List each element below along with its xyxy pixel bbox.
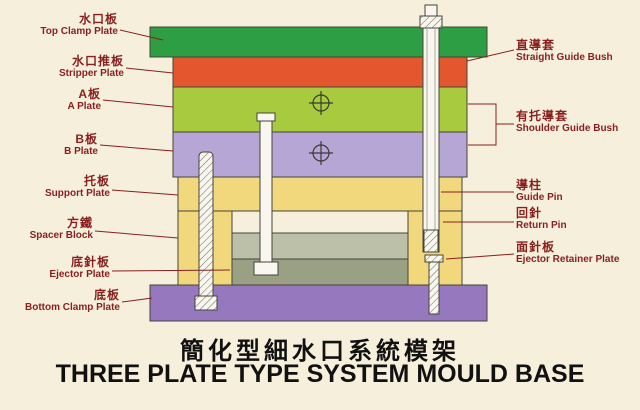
bottom-pin-shaft-shape <box>428 261 440 315</box>
label-guide-pin: 導柱 Guide Pin <box>516 178 563 204</box>
label-spacer-block-en: Spacer Block <box>29 230 93 241</box>
label-top-clamp-plate-en: Top Clamp Plate <box>40 26 118 37</box>
leader-spacer-block <box>94 230 179 239</box>
label-ejector-retainer-plate: 面針板 Ejector Retainer Plate <box>516 240 619 266</box>
label-ejector-plate: 底針板 Ejector Plate <box>0 255 110 281</box>
label-ejector-retainer-plate-cn: 面針板 <box>516 240 556 254</box>
leader-ejector-plate <box>111 269 231 272</box>
label-b-plate-cn: B板 <box>75 132 98 146</box>
label-bottom-clamp-plate-en: Bottom Clamp Plate <box>24 302 120 313</box>
label-straight-guide-bush-en: Straight Guide Bush <box>516 52 613 63</box>
guide-pin-shaft-shape <box>422 27 440 253</box>
label-ejector-plate-cn: 底針板 <box>70 255 110 269</box>
label-shoulder-guide-bush-en: Shoulder Guide Bush <box>516 123 619 134</box>
label-shoulder-guide-bush: 有托導套 Shoulder Guide Bush <box>516 109 618 135</box>
leader-b-plate <box>99 144 174 152</box>
leader-support-plate <box>111 189 179 196</box>
bottom-pin-head-shape <box>424 254 444 263</box>
label-ejector-retainer-plate-en: Ejector Retainer Plate <box>516 254 620 265</box>
label-b-plate: B板 B Plate <box>0 132 98 158</box>
shoulder-guide-bush-bolt-shape <box>423 229 439 253</box>
center-pin-head-shape <box>253 261 279 276</box>
label-stripper-plate-en: Stripper Plate <box>58 68 124 79</box>
center-pin-cap-shape <box>256 112 276 122</box>
label-spacer-block-cn: 方鐵 <box>66 216 93 230</box>
title-english: THREE PLATE TYPE SYSTEM MOULD BASE <box>55 360 585 388</box>
leader-stripper-plate <box>125 67 174 74</box>
label-stripper-plate-cn: 水口推板 <box>71 54 124 68</box>
label-top-clamp-plate-cn: 水口板 <box>78 12 118 26</box>
label-straight-guide-bush: 直導套 Straight Guide Bush <box>516 38 613 64</box>
leader-top-clamp-plate <box>119 29 164 41</box>
label-top-clamp-plate: 水口板 Top Clamp Plate <box>0 12 118 38</box>
title-chinese: 簡化型細水口系統模架 <box>180 338 460 365</box>
label-straight-guide-bush-cn: 直導套 <box>516 38 556 52</box>
label-return-pin: 回針 Return Pin <box>516 206 567 232</box>
label-ejector-plate-en: Ejector Plate <box>49 269 110 280</box>
return-pin-shaft-shape <box>198 151 214 301</box>
leader-straight-guide-bush <box>466 49 515 62</box>
leader-shoulder-guide-bush-bracket <box>468 103 497 146</box>
label-a-plate: A板 A Plate <box>0 87 101 113</box>
label-b-plate-en: B Plate <box>64 146 98 157</box>
label-support-plate-en: Support Plate <box>44 188 110 199</box>
label-spacer-block: 方鐵 Spacer Block <box>0 216 93 242</box>
leader-a-plate <box>102 99 174 108</box>
center-pin-shaft-shape <box>259 120 273 264</box>
straight-guide-bush-collar-shape <box>419 15 443 29</box>
leader-ejector-retainer-plate <box>445 253 515 260</box>
label-bottom-clamp-plate: 底板 Bottom Clamp Plate <box>0 288 120 314</box>
label-bottom-clamp-plate-cn: 底板 <box>93 288 120 302</box>
label-a-plate-cn: A板 <box>78 87 101 101</box>
screw-symbols-group <box>309 91 333 165</box>
ejector-retainer-plate-shape <box>231 232 409 260</box>
leader-lines-group <box>94 29 515 303</box>
stripper-plate-shape <box>172 56 468 88</box>
label-guide-pin-cn: 導柱 <box>516 178 543 192</box>
label-guide-pin-en: Guide Pin <box>516 192 563 203</box>
label-support-plate-cn: 托板 <box>83 174 110 188</box>
b-plate-shape <box>172 131 468 178</box>
label-a-plate-en: A Plate <box>67 101 101 112</box>
support-plate-shape <box>177 176 463 212</box>
label-return-pin-en: Return Pin <box>516 220 567 231</box>
label-stripper-plate: 水口推板 Stripper Plate <box>0 54 124 80</box>
label-support-plate: 托板 Support Plate <box>0 174 110 200</box>
label-shoulder-guide-bush-cn: 有托導套 <box>516 109 569 123</box>
pins-group <box>194 4 444 315</box>
leader-bottom-clamp-plate <box>121 297 153 303</box>
label-return-pin-cn: 回針 <box>516 206 543 220</box>
straight-guide-bush-top-shape <box>424 4 438 18</box>
return-pin-foot-shape <box>194 295 218 311</box>
